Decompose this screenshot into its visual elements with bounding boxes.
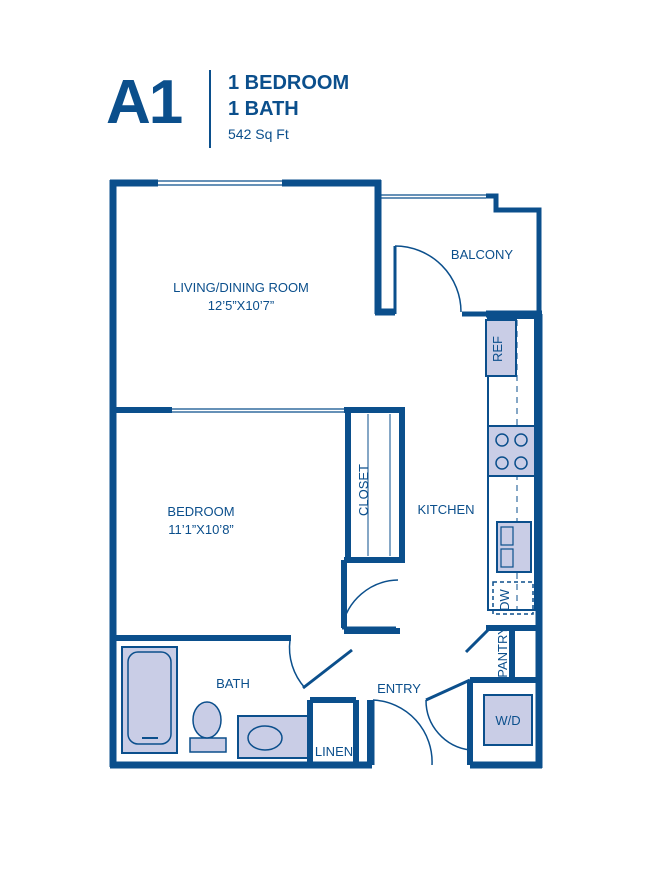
window-lines: [158, 180, 486, 413]
refrigerator: [485, 319, 517, 377]
header-divider: [209, 70, 211, 148]
toilet-bowl: [192, 701, 222, 739]
bath-label: BATH: [216, 676, 250, 691]
bedroom-dimensions: 11’1”X10’8”: [168, 522, 234, 537]
vanity: [237, 715, 309, 759]
plan-header: A1 1 BEDROOM 1 BATH 542 Sq Ft: [0, 0, 650, 170]
bedroom-count: 1 BEDROOM: [228, 72, 350, 94]
balcony-outline: [462, 193, 542, 317]
dishwasher-label: DW: [497, 588, 512, 610]
kitchen-label: KITCHEN: [417, 502, 474, 517]
washer-dryer: [483, 694, 533, 746]
linen-label: LINEN: [315, 744, 353, 759]
square-footage: 542 Sq Ft: [228, 126, 289, 142]
pantry-label: PANTRY: [495, 626, 510, 678]
interior-walls: [113, 407, 539, 765]
kitchen-sink: [496, 521, 532, 573]
entry-label: ENTRY: [377, 681, 421, 696]
bathtub: [121, 646, 178, 754]
unit-code: A1: [106, 68, 183, 137]
washer-dryer-label: W/D: [495, 713, 520, 728]
kitchen-counter: [485, 317, 536, 615]
dishwasher: [492, 581, 534, 615]
closet-rod: [367, 414, 391, 556]
balcony-label: BALCONY: [451, 247, 513, 262]
bath-fixtures: [121, 646, 309, 759]
outer-walls: [109, 179, 543, 769]
living-room-dimensions: 12’5”X10’7”: [208, 298, 275, 313]
living-room-label: LIVING/DINING ROOM: [173, 280, 309, 295]
toilet-tank: [189, 737, 227, 753]
range: [487, 425, 536, 477]
closet-label: CLOSET: [356, 464, 371, 516]
bedroom-label: BEDROOM: [167, 504, 234, 519]
bathroom-count: 1 BATH: [228, 98, 299, 120]
door-swings: [288, 245, 492, 766]
refrigerator-label: REF: [490, 336, 505, 362]
